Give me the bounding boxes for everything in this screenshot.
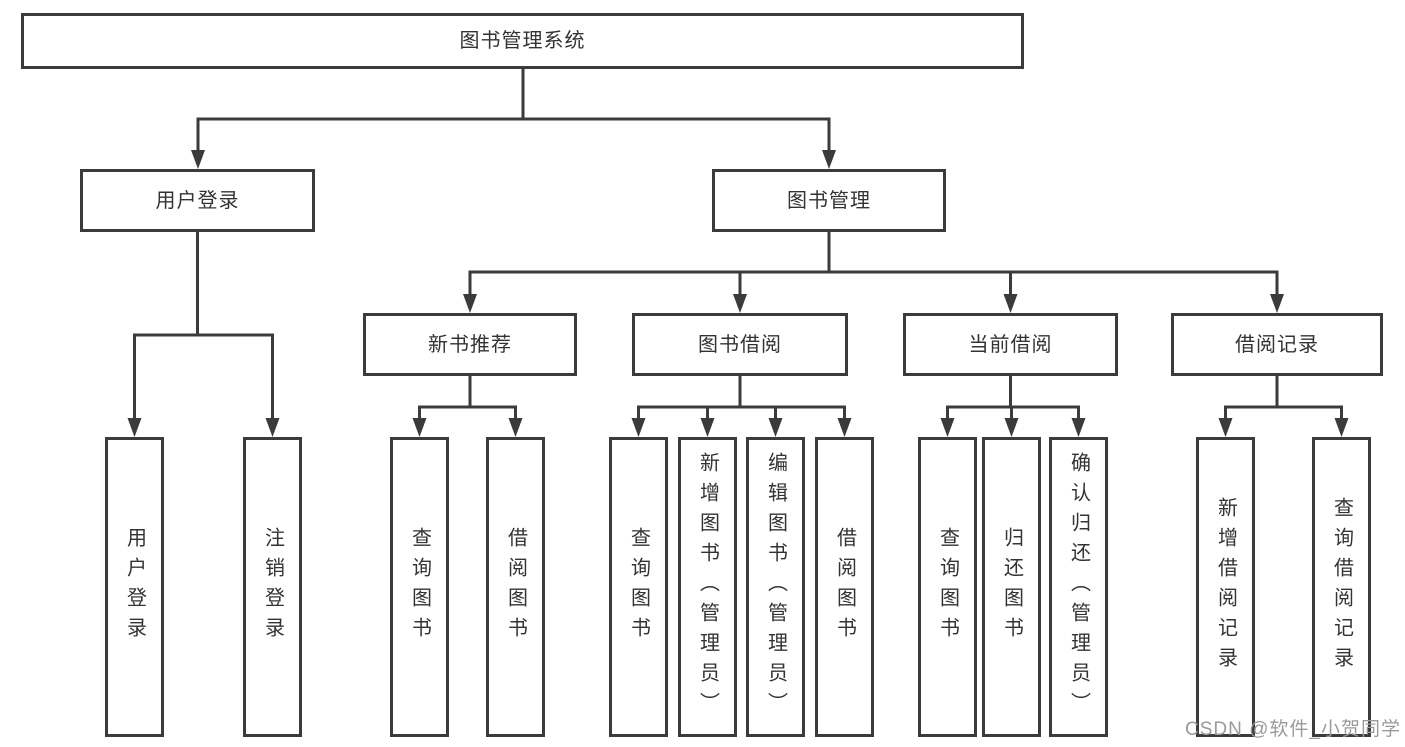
arrowhead-icon: [191, 150, 205, 169]
leaf-return-books: 归还图书: [982, 437, 1041, 737]
edge-book-management-to-level3: [463, 230, 1284, 313]
leaf-logout: 注销登录: [243, 437, 302, 737]
arrowhead-icon: [837, 418, 852, 437]
leaf-query-books-current: 查询图书: [918, 437, 977, 737]
edge-root-to-level2: [191, 67, 836, 169]
leaf-add-book-admin: 新增图书（管理员）: [678, 437, 737, 737]
leaf-borrow-books-recommend: 借阅图书: [486, 437, 545, 737]
arrowhead-icon: [412, 418, 427, 437]
leaf-query-borrow-record: 查询借阅记录: [1312, 437, 1371, 737]
leaf-add-borrow-record: 新增借阅记录: [1196, 437, 1255, 737]
leaf-query-books-borrowing: 查询图书: [609, 437, 668, 737]
node-root: 图书管理系统: [21, 13, 1024, 69]
edge-borrowing-records-to-leaves: [1218, 374, 1349, 437]
arrowhead-icon: [1270, 294, 1284, 313]
watermark: CSDN @软件_小贺同学: [1185, 719, 1401, 740]
leaf-user-login: 用户登录: [105, 437, 164, 737]
node-new-book-recommendation: 新书推荐: [363, 313, 577, 376]
arrowhead-icon: [463, 294, 477, 313]
node-borrowing-records: 借阅记录: [1171, 313, 1383, 376]
arrowhead-icon: [940, 418, 955, 437]
node-book-management: 图书管理: [712, 169, 946, 232]
edge-new-book-recommendation-to-leaves: [412, 374, 523, 437]
edge-user-login-to-leaves: [127, 230, 280, 437]
leaf-borrow-books-borrowing: 借阅图书: [815, 437, 874, 737]
arrowhead-icon: [631, 418, 646, 437]
arrowhead-icon: [768, 418, 783, 437]
arrowhead-icon: [700, 418, 715, 437]
arrowhead-icon: [822, 150, 836, 169]
arrowhead-icon: [1334, 418, 1349, 437]
arrowhead-icon: [1004, 418, 1019, 437]
node-user-login-group: 用户登录: [80, 169, 315, 232]
arrowhead-icon: [733, 294, 747, 313]
leaf-query-books-recommend: 查询图书: [390, 437, 449, 737]
node-book-borrowing: 图书借阅: [632, 313, 848, 376]
node-current-borrowing: 当前借阅: [903, 313, 1118, 376]
arrowhead-icon: [1071, 418, 1086, 437]
edge-current-borrowing-to-leaves: [940, 374, 1086, 437]
leaf-edit-book-admin: 编辑图书（管理员）: [746, 437, 805, 737]
edge-book-borrowing-to-leaves: [631, 374, 852, 437]
leaf-confirm-return-admin: 确认归还（管理员）: [1049, 437, 1108, 737]
arrowhead-icon: [127, 418, 142, 437]
arrowhead-icon: [265, 418, 280, 437]
arrowhead-icon: [1218, 418, 1233, 437]
arrowhead-icon: [1003, 294, 1018, 313]
arrowhead-icon: [508, 418, 523, 437]
